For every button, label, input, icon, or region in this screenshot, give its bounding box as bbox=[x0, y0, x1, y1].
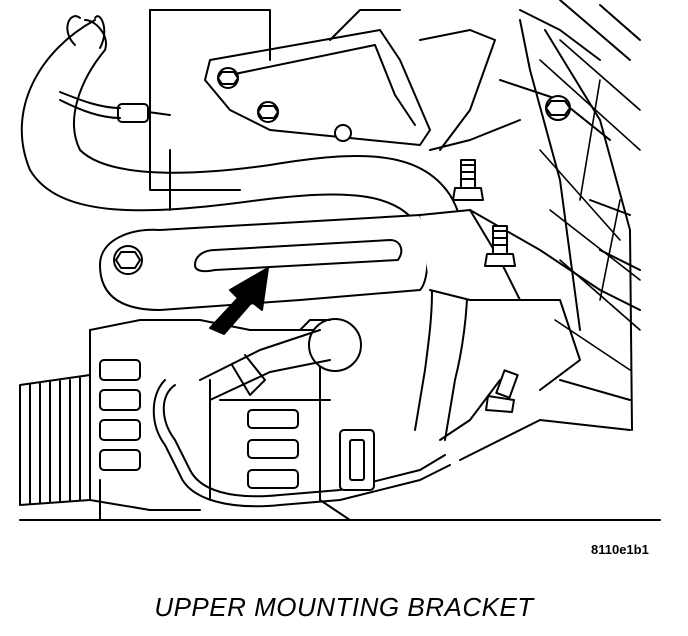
figure-caption: UPPER MOUNTING BRACKET bbox=[154, 592, 534, 622]
brace-lattice bbox=[539, 39, 641, 371]
bolt-heads bbox=[113, 67, 571, 275]
wire-harness-top bbox=[59, 91, 171, 123]
mounting-bracket bbox=[99, 209, 521, 311]
figure-id-label: 8110e1b1 bbox=[591, 542, 649, 557]
pointer-arrow bbox=[209, 267, 269, 335]
engine-illustration bbox=[19, 0, 661, 521]
battery-cable-terminal bbox=[152, 318, 451, 508]
stud-nuts bbox=[452, 159, 519, 413]
pulley bbox=[19, 374, 91, 506]
upper-bracket-plate bbox=[204, 29, 431, 146]
